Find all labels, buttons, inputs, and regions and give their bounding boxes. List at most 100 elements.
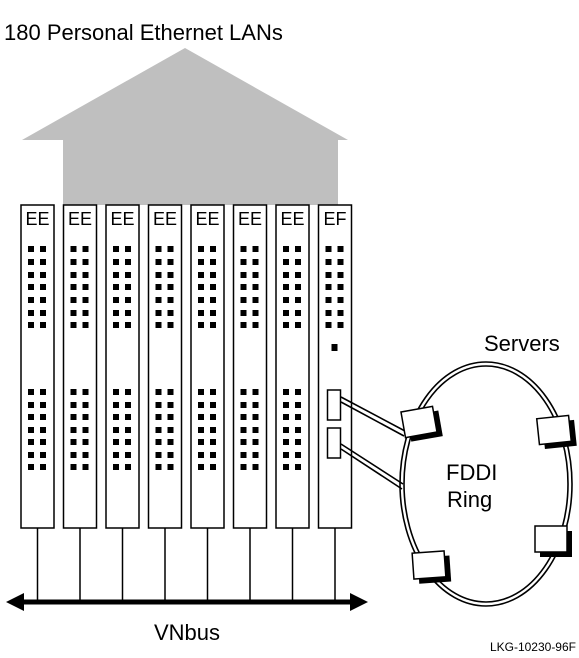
led-dot <box>295 414 301 420</box>
led-dot <box>240 414 247 420</box>
led-dot <box>283 402 289 408</box>
led-dot <box>240 439 247 445</box>
led-dot <box>167 246 174 252</box>
led-dot <box>40 297 46 303</box>
led-dot <box>113 297 119 303</box>
module-box <box>62 204 98 529</box>
module-led-grid <box>240 246 259 470</box>
led-dot <box>28 427 34 433</box>
led-dot <box>125 439 131 445</box>
led-dot <box>240 452 247 458</box>
servers-label: Servers <box>484 331 560 356</box>
led-dot <box>40 427 46 433</box>
led-dot <box>82 322 89 328</box>
led-dot <box>198 402 204 408</box>
led-dot <box>40 402 46 408</box>
module-led-grid <box>70 246 89 470</box>
led-dot <box>337 310 344 316</box>
led-dot <box>70 452 77 458</box>
module-2: EE <box>62 204 98 529</box>
led-dot <box>28 297 34 303</box>
status-led <box>331 344 338 351</box>
module-label: EE <box>238 209 262 229</box>
led-dot <box>28 414 34 420</box>
led-dot <box>295 452 301 458</box>
led-dot <box>337 322 344 328</box>
module-led-grid <box>198 246 216 470</box>
vnbus-label: VNbus <box>154 620 220 645</box>
led-dot <box>28 402 34 408</box>
led-dot <box>240 464 247 470</box>
led-dot <box>210 246 216 252</box>
module-label: EE <box>110 209 134 229</box>
led-dot <box>155 297 162 303</box>
bus-connectors <box>36 528 336 600</box>
led-dot <box>125 414 131 420</box>
fddi-ring <box>399 361 573 607</box>
led-dot <box>325 310 332 316</box>
module-box <box>147 204 183 529</box>
led-dot <box>113 284 119 290</box>
led-dot <box>155 310 162 316</box>
led-dot <box>198 310 204 316</box>
led-dot <box>28 284 34 290</box>
led-dot <box>125 464 131 470</box>
server-2 <box>535 414 577 450</box>
led-dot <box>155 464 162 470</box>
module-label: EE <box>195 209 219 229</box>
led-dot <box>113 464 119 470</box>
led-dot <box>325 297 332 303</box>
fddi-port <box>326 427 342 459</box>
led-dot <box>167 402 174 408</box>
led-dot <box>155 402 162 408</box>
module-box <box>317 204 353 529</box>
led-dot <box>167 297 174 303</box>
led-dot <box>28 389 34 395</box>
led-dot <box>325 246 332 252</box>
led-dot <box>82 246 89 252</box>
led-dot <box>210 439 216 445</box>
led-dot <box>295 439 301 445</box>
led-dot <box>125 272 131 278</box>
led-dot <box>70 246 77 252</box>
module-label: EE <box>280 209 304 229</box>
led-dot <box>283 297 289 303</box>
led-dot <box>210 452 216 458</box>
led-dot <box>82 464 89 470</box>
server-1 <box>400 405 443 442</box>
led-dot <box>295 427 301 433</box>
led-dot <box>70 322 77 328</box>
module-4: EE <box>147 204 183 529</box>
led-dot <box>295 272 301 278</box>
ring-label-ring: Ring <box>447 487 492 512</box>
led-dot <box>252 310 259 316</box>
led-dot <box>82 452 89 458</box>
led-dot <box>40 439 46 445</box>
led-dot <box>283 284 289 290</box>
led-dot <box>337 272 344 278</box>
led-dot <box>337 284 344 290</box>
led-dot <box>210 297 216 303</box>
led-dot <box>28 259 34 265</box>
led-dot <box>252 259 259 265</box>
server-box <box>400 405 438 439</box>
led-dot <box>283 464 289 470</box>
led-dot <box>167 439 174 445</box>
led-dot <box>295 284 301 290</box>
led-dot <box>82 259 89 265</box>
led-dot <box>40 464 46 470</box>
led-dot <box>155 414 162 420</box>
module-label: EE <box>68 209 92 229</box>
led-dot <box>167 284 174 290</box>
upward-arrow <box>22 48 348 205</box>
led-dot <box>295 389 301 395</box>
led-dot <box>295 322 301 328</box>
led-dot <box>155 427 162 433</box>
led-dot <box>70 272 77 278</box>
led-dot <box>125 284 131 290</box>
led-dot <box>167 414 174 420</box>
led-dot <box>113 310 119 316</box>
led-dot <box>125 246 131 252</box>
